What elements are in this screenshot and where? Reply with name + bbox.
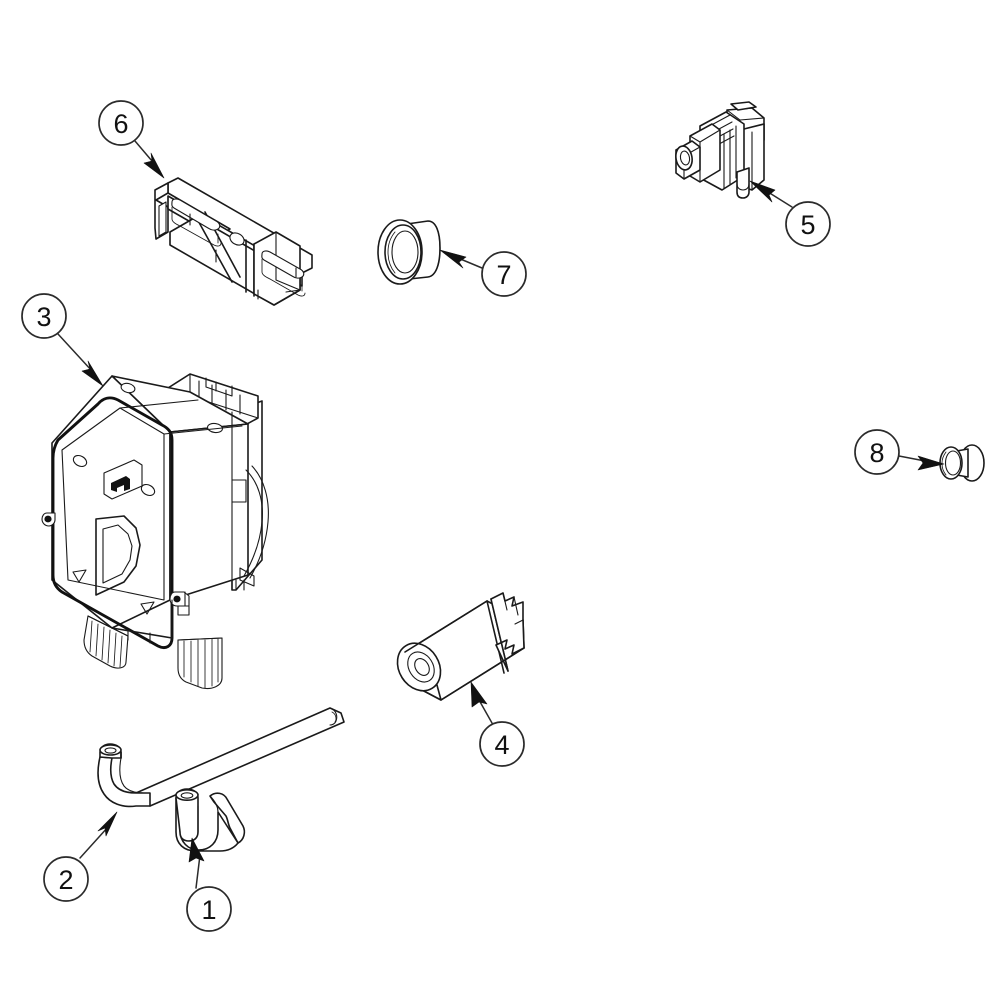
callout-5-number: 5 [800,210,815,240]
callout-1-leader [195,854,201,889]
callout-2-leader [79,826,109,859]
part-cylinder-filter[interactable] [389,592,525,701]
callout-8-number: 8 [869,438,884,468]
callout-1-number: 1 [201,895,216,925]
callout-2-number: 2 [58,865,73,895]
callout-1[interactable]: 1 [186,837,232,932]
callout-8[interactable]: 8 [854,429,945,475]
callout-7-number: 7 [496,260,511,290]
callout-6-number: 6 [113,109,128,139]
callout-group: 1 2 3 4 5 [21,100,945,932]
callout-7-arrowhead [439,249,467,269]
callout-5-circle[interactable] [785,201,831,247]
part-hose-branch[interactable] [175,788,246,852]
callout-4-circle[interactable] [479,721,525,767]
callout-2-arrowhead [97,811,118,837]
callout-1-circle[interactable] [186,886,232,932]
callout-3-number: 3 [36,302,51,332]
callout-1-arrowhead [188,837,205,863]
part-valve-fitting[interactable] [674,101,765,199]
callout-6-circle[interactable] [98,100,144,146]
callout-7[interactable]: 7 [439,249,527,297]
callout-8-arrowhead [917,455,945,471]
part-grommet-large[interactable] [377,219,441,285]
callout-2[interactable]: 2 [43,811,118,902]
callout-3-arrowhead [81,360,104,387]
callout-4-leader [478,699,493,724]
part-hose-elbow-long[interactable] [97,707,345,808]
callout-3-circle[interactable] [21,293,67,339]
pump-port-right [177,637,223,690]
part-grommet-small[interactable] [939,444,985,482]
callout-6-arrowhead [143,152,165,179]
callout-6[interactable]: 6 [98,100,165,179]
part-mounting-bracket[interactable] [154,177,313,306]
callout-6-leader [134,140,153,162]
callout-4[interactable]: 4 [470,681,525,767]
callout-3[interactable]: 3 [21,293,104,387]
callout-5[interactable]: 5 [749,180,831,247]
callout-7-circle[interactable] [481,251,527,297]
callout-4-number: 4 [494,730,509,760]
callout-8-circle[interactable] [854,429,900,475]
part-pump-module[interactable] [41,373,269,690]
callout-5-arrowhead [749,180,776,203]
callout-5-leader [767,191,793,208]
callout-2-circle[interactable] [43,856,89,902]
callout-4-arrowhead [470,681,488,708]
callout-3-leader [57,333,93,372]
pump-port-left [83,615,129,669]
